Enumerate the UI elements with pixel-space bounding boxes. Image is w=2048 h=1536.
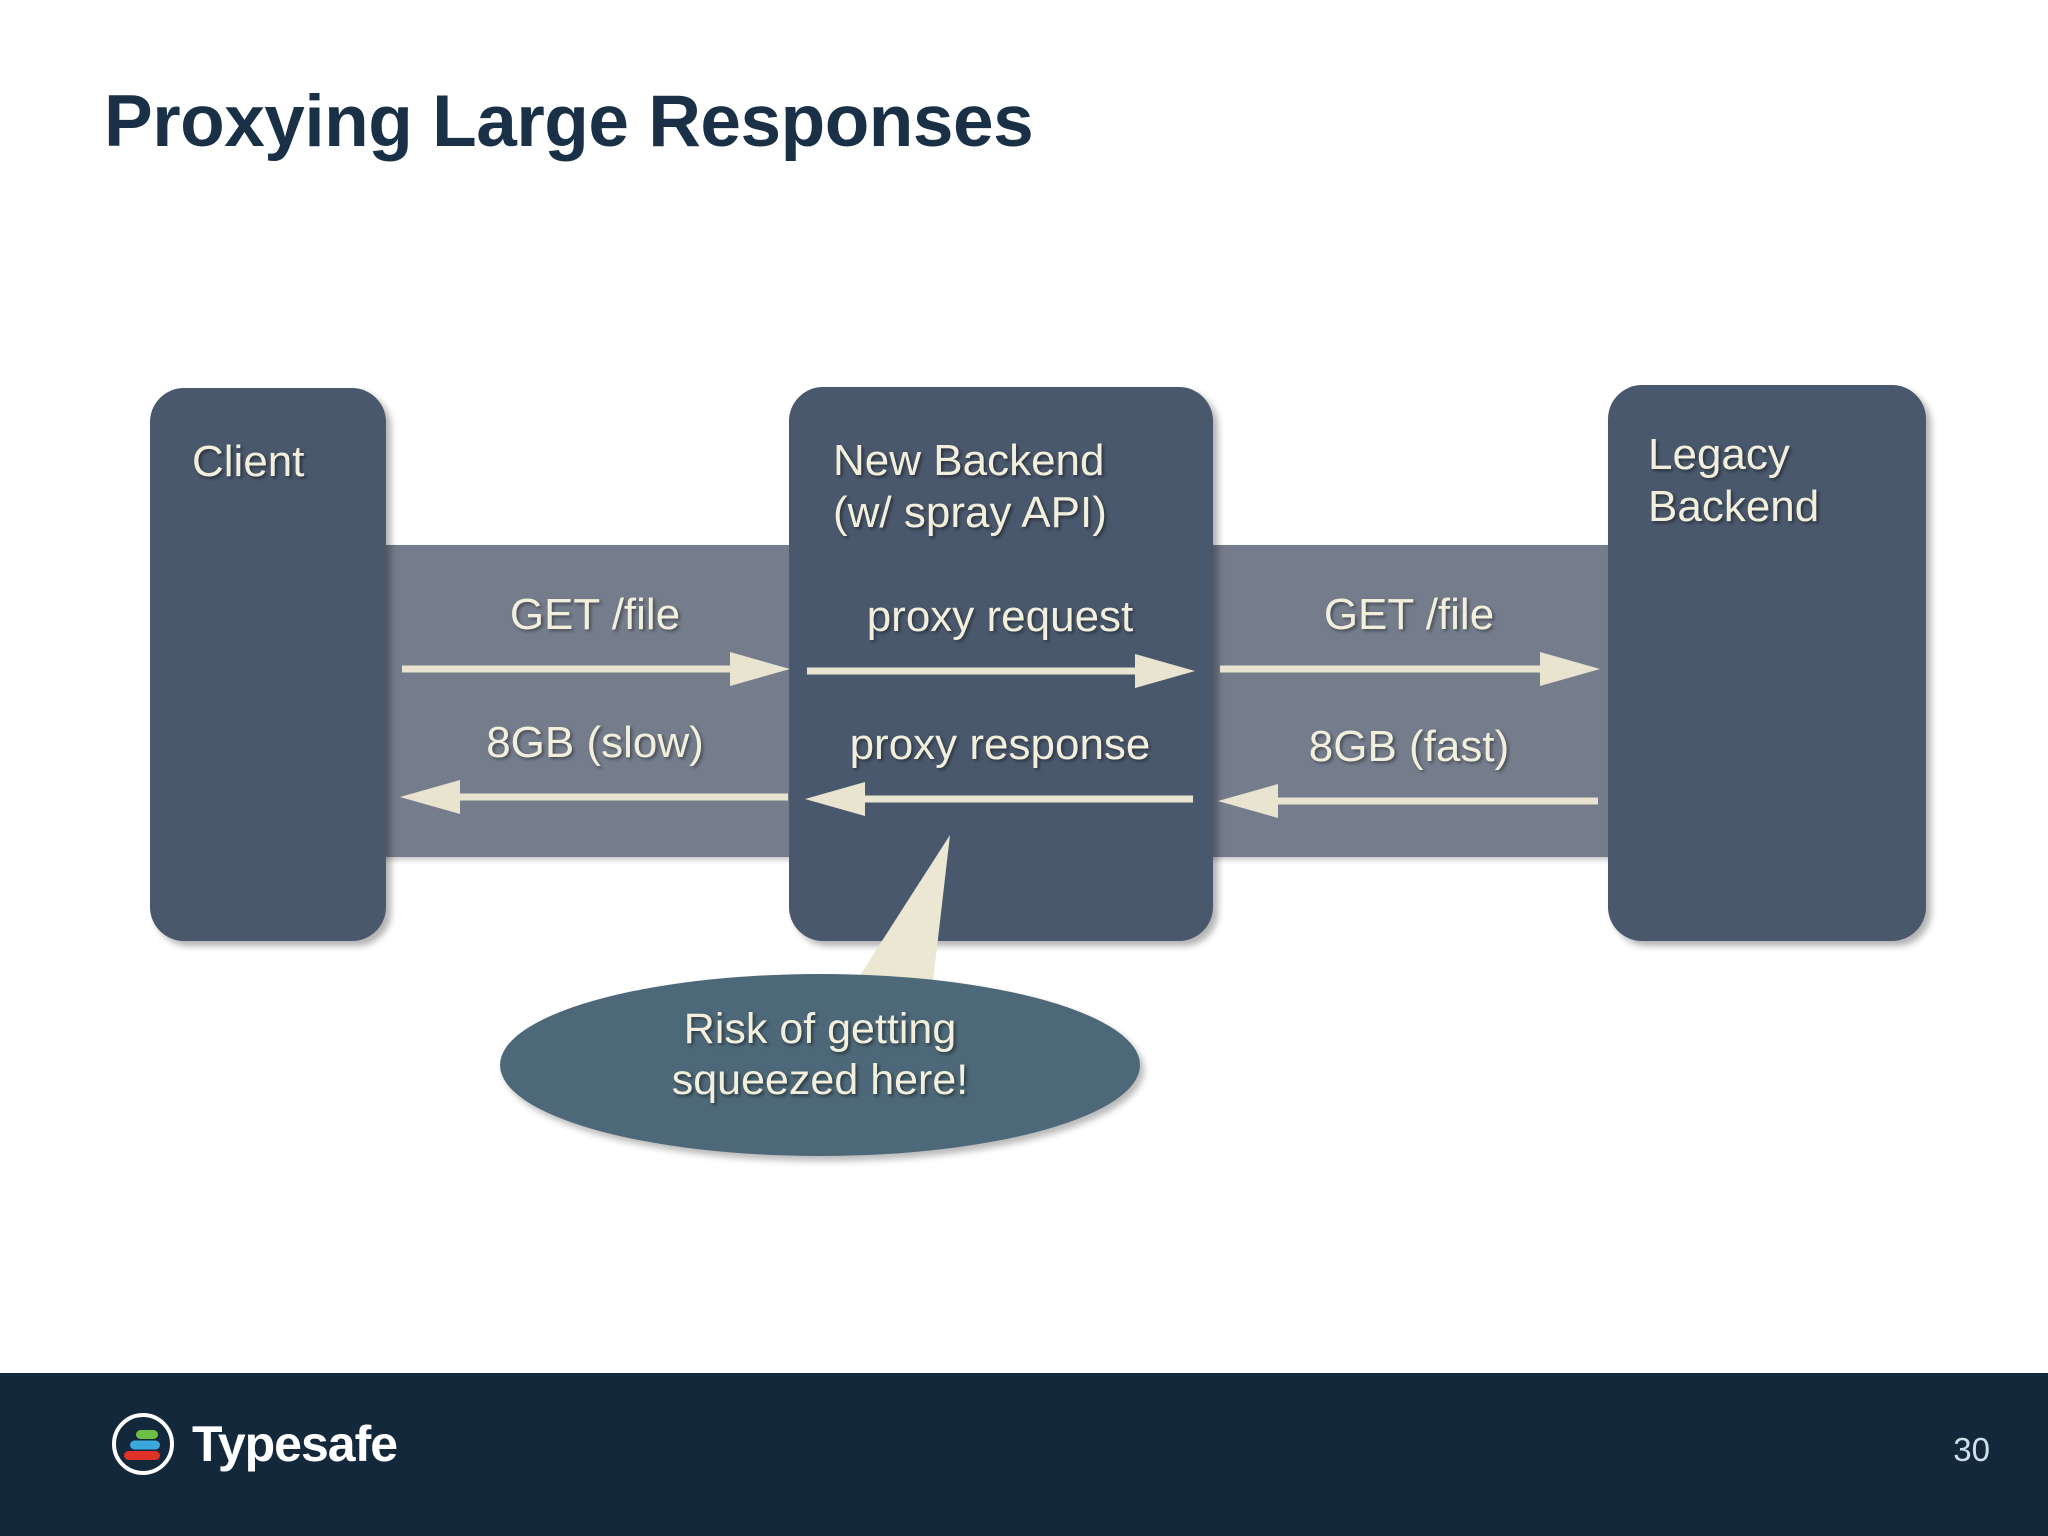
brand-name: Typesafe bbox=[192, 1416, 398, 1472]
architecture-diagram: Client New Backend (w/ spray API) Legacy… bbox=[150, 385, 1926, 1156]
flow-label-proxy-request: proxy request bbox=[866, 592, 1134, 641]
callout-bubble[interactable]: Risk of getting squeezed here! bbox=[500, 974, 1140, 1156]
arrow-right-icon bbox=[1218, 652, 1600, 686]
node-client-label: Client bbox=[192, 437, 305, 486]
node-new-backend-label-line2: (w/ spray API) bbox=[833, 487, 1107, 537]
callout-text-line1: Risk of getting bbox=[683, 1005, 957, 1053]
arrow-left-icon bbox=[400, 780, 790, 814]
flow-label-8gb-slow: 8GB (slow) bbox=[486, 718, 704, 767]
arrow-right-icon bbox=[805, 654, 1195, 688]
brand-logo: Typesafe bbox=[110, 1411, 398, 1477]
node-legacy-backend-label-line2: Backend bbox=[1648, 481, 1820, 531]
callout-text: Risk of getting squeezed here! bbox=[500, 1004, 1140, 1105]
arrow-left-icon bbox=[805, 782, 1195, 816]
flow-label-8gb-fast: 8GB (fast) bbox=[1308, 722, 1510, 771]
node-new-backend-label: New Backend (w/ spray API) bbox=[789, 435, 1213, 539]
callout-text-line2: squeezed here! bbox=[671, 1055, 969, 1104]
node-legacy-backend-label-line1: Legacy bbox=[1648, 430, 1790, 479]
node-legacy-backend-label: Legacy Backend bbox=[1608, 429, 1926, 533]
flow-label-get-file-legacy: GET /file bbox=[1323, 590, 1495, 639]
slide-footer: Typesafe 30 bbox=[0, 1373, 2048, 1536]
arrow-right-icon bbox=[400, 652, 790, 686]
node-client[interactable]: Client bbox=[150, 388, 386, 941]
node-legacy-backend[interactable]: Legacy Backend bbox=[1608, 385, 1926, 941]
flow-label-get-file-client: GET /file bbox=[509, 590, 681, 639]
flow-label-proxy-response: proxy response bbox=[849, 720, 1151, 769]
page-title: Proxying Large Responses bbox=[104, 81, 1034, 162]
page-number: 30 bbox=[1953, 1431, 1990, 1468]
typesafe-logo-icon bbox=[110, 1411, 176, 1477]
arrow-left-icon bbox=[1218, 784, 1600, 818]
node-new-backend-label-line1: New Backend bbox=[833, 436, 1105, 485]
